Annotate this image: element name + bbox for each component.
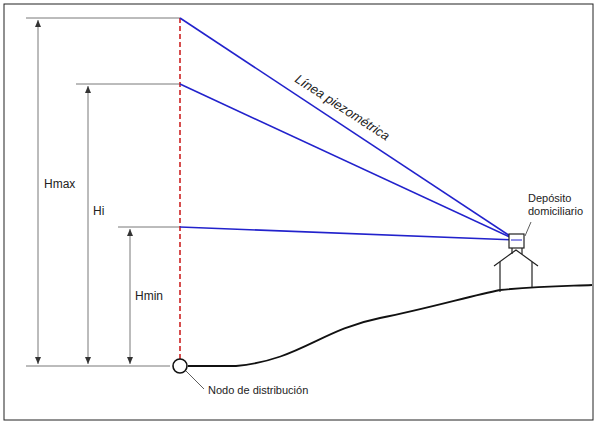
- frame: [4, 4, 593, 420]
- dimension-lines: [26, 18, 180, 366]
- house: [494, 248, 538, 292]
- tank-water: [511, 240, 522, 241]
- leader-line: [186, 371, 204, 389]
- leader-line: [525, 222, 531, 236]
- dimension-label: Hmax: [44, 178, 75, 192]
- piezometric-lines: [180, 18, 516, 240]
- line-label: Línea piezométrica: [292, 72, 392, 144]
- tank: [509, 234, 524, 248]
- vertical-reference: [179, 18, 181, 360]
- dimension-label: Hi: [93, 205, 104, 219]
- distribution-node: [173, 359, 187, 373]
- dimension-label: Hmin: [135, 290, 163, 304]
- callout-label: Depósito domiciliario: [528, 192, 590, 217]
- callout-label: Nodo de distribución: [208, 384, 308, 397]
- ground-profile: [188, 285, 592, 366]
